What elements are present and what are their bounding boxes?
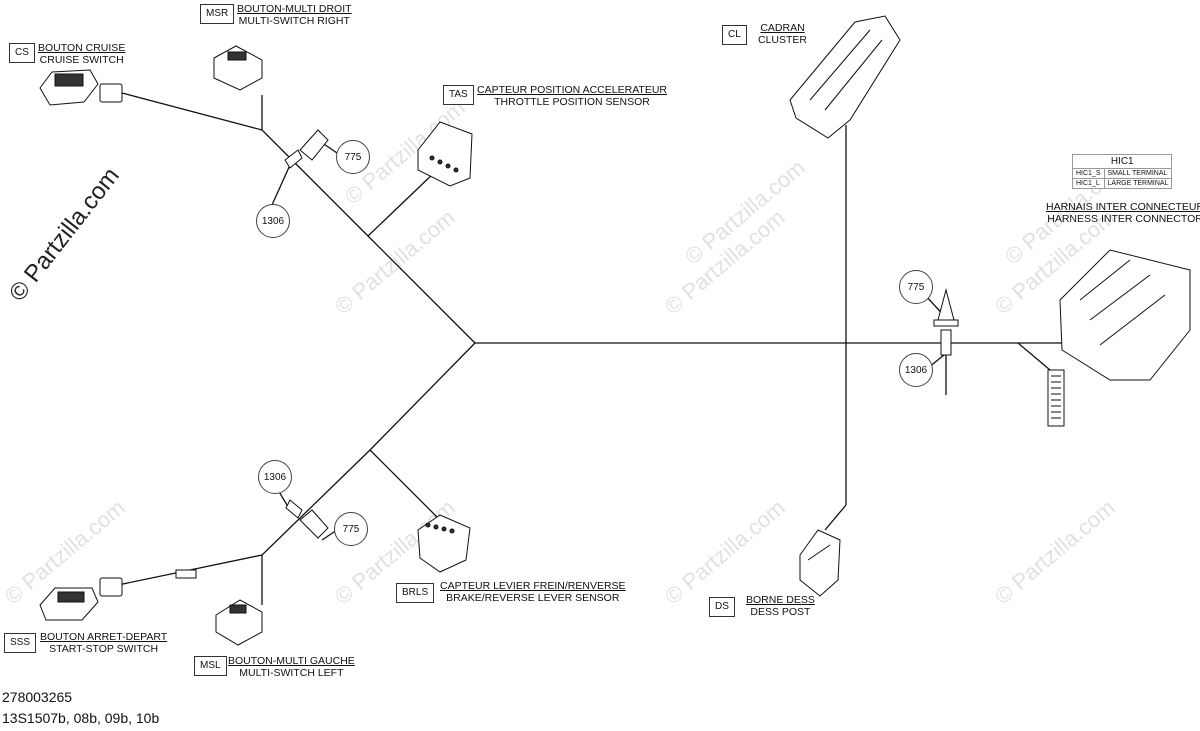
label-en: HARNESS INTER CONNECTOR	[1047, 213, 1200, 225]
table-row: HIC1_S SMALL TERMINAL	[1072, 168, 1173, 179]
label-en: DESS POST	[750, 606, 811, 618]
label-cruise-switch: BOUTON CRUISE CRUISE SWITCH	[38, 42, 125, 66]
hic-desc: SMALL TERMINAL	[1103, 168, 1173, 179]
label-dess-post: BORNE DESS DESS POST	[746, 594, 815, 618]
table-row: HIC1_L LARGE TERMINAL	[1072, 178, 1173, 189]
label-fr: BOUTON CRUISE	[38, 42, 126, 54]
brake-reverse-lever-sensor-icon	[417, 514, 471, 573]
label-fr: BOUTON-MULTI DROIT	[237, 3, 352, 15]
callout-1306: 1306	[899, 353, 933, 387]
throttle-position-sensor-icon	[417, 121, 473, 187]
label-cluster: CADRAN CLUSTER	[758, 22, 807, 46]
code-brls: BRLS	[396, 583, 435, 603]
label-fr: CAPTEUR POSITION ACCELERATEUR	[477, 84, 668, 96]
label-throttle-position-sensor: CAPTEUR POSITION ACCELERATEUR THROTTLE P…	[477, 84, 667, 108]
label-multi-switch-right: BOUTON-MULTI DROIT MULTI-SWITCH RIGHT	[237, 3, 352, 27]
cable-tie-icon	[175, 129, 959, 579]
code-msl: MSL	[194, 656, 227, 676]
harness-inter-connector-icon	[1047, 249, 1191, 427]
harness-wires	[117, 92, 1070, 605]
label-harness-inter-connector: HARNAIS INTER CONNECTEUR HARNESS INTER C…	[1046, 201, 1200, 225]
start-stop-switch-icon	[39, 577, 123, 621]
cluster-connector-icon	[789, 15, 901, 139]
label-en: MULTI-SWITCH LEFT	[239, 667, 344, 679]
callout-1306: 1306	[258, 460, 292, 494]
label-en: CLUSTER	[758, 34, 808, 46]
hic-code: HIC1_S	[1072, 168, 1105, 179]
part-number: 278003265	[2, 689, 73, 705]
dess-post-icon	[799, 529, 841, 597]
code-cl: CL	[722, 25, 747, 45]
code-ds: DS	[709, 597, 735, 617]
callout-775: 775	[899, 270, 933, 304]
multi-switch-right-icon	[213, 45, 263, 91]
callout-775: 775	[334, 512, 368, 546]
label-brake-reverse-lever-sensor: CAPTEUR LEVIER FREIN/RENVERSE BRAKE/REVE…	[440, 580, 626, 604]
label-fr: CAPTEUR LEVIER FREIN/RENVERSE	[440, 580, 626, 592]
callout-775: 775	[336, 140, 370, 174]
label-en: BRAKE/REVERSE LEVER SENSOR	[446, 592, 620, 604]
label-en: CRUISE SWITCH	[39, 54, 124, 66]
hic-desc: LARGE TERMINAL	[1103, 178, 1173, 189]
label-multi-switch-left: BOUTON-MULTI GAUCHE MULTI-SWITCH LEFT	[228, 655, 355, 679]
label-en: MULTI-SWITCH RIGHT	[238, 15, 350, 27]
callout-1306: 1306	[256, 204, 290, 238]
code-cs: CS	[9, 43, 35, 63]
code-msr: MSR	[200, 4, 235, 24]
label-fr: CADRAN	[760, 22, 805, 34]
label-fr: HARNAIS INTER CONNECTEUR	[1046, 201, 1200, 213]
label-en: THROTTLE POSITION SENSOR	[494, 96, 650, 108]
code-tas: TAS	[443, 85, 474, 105]
cruise-switch-icon	[39, 69, 123, 106]
label-en: START-STOP SWITCH	[49, 643, 159, 655]
label-start-stop-switch: BOUTON ARRET-DEPART START-STOP SWITCH	[40, 631, 167, 655]
label-fr: BOUTON ARRET-DEPART	[40, 631, 168, 643]
revision: 13S1507b, 08b, 09b, 10b	[2, 710, 160, 726]
hic-table-title: HIC1	[1071, 154, 1173, 169]
multi-switch-left-icon	[215, 599, 263, 646]
code-sss: SSS	[4, 633, 37, 653]
hic-terminal-table: HIC1 HIC1_S SMALL TERMINAL HIC1_L LARGE …	[1071, 154, 1173, 189]
label-fr: BORNE DESS	[746, 594, 815, 606]
label-fr: BOUTON-MULTI GAUCHE	[228, 655, 355, 667]
hic-code: HIC1_L	[1072, 178, 1105, 189]
